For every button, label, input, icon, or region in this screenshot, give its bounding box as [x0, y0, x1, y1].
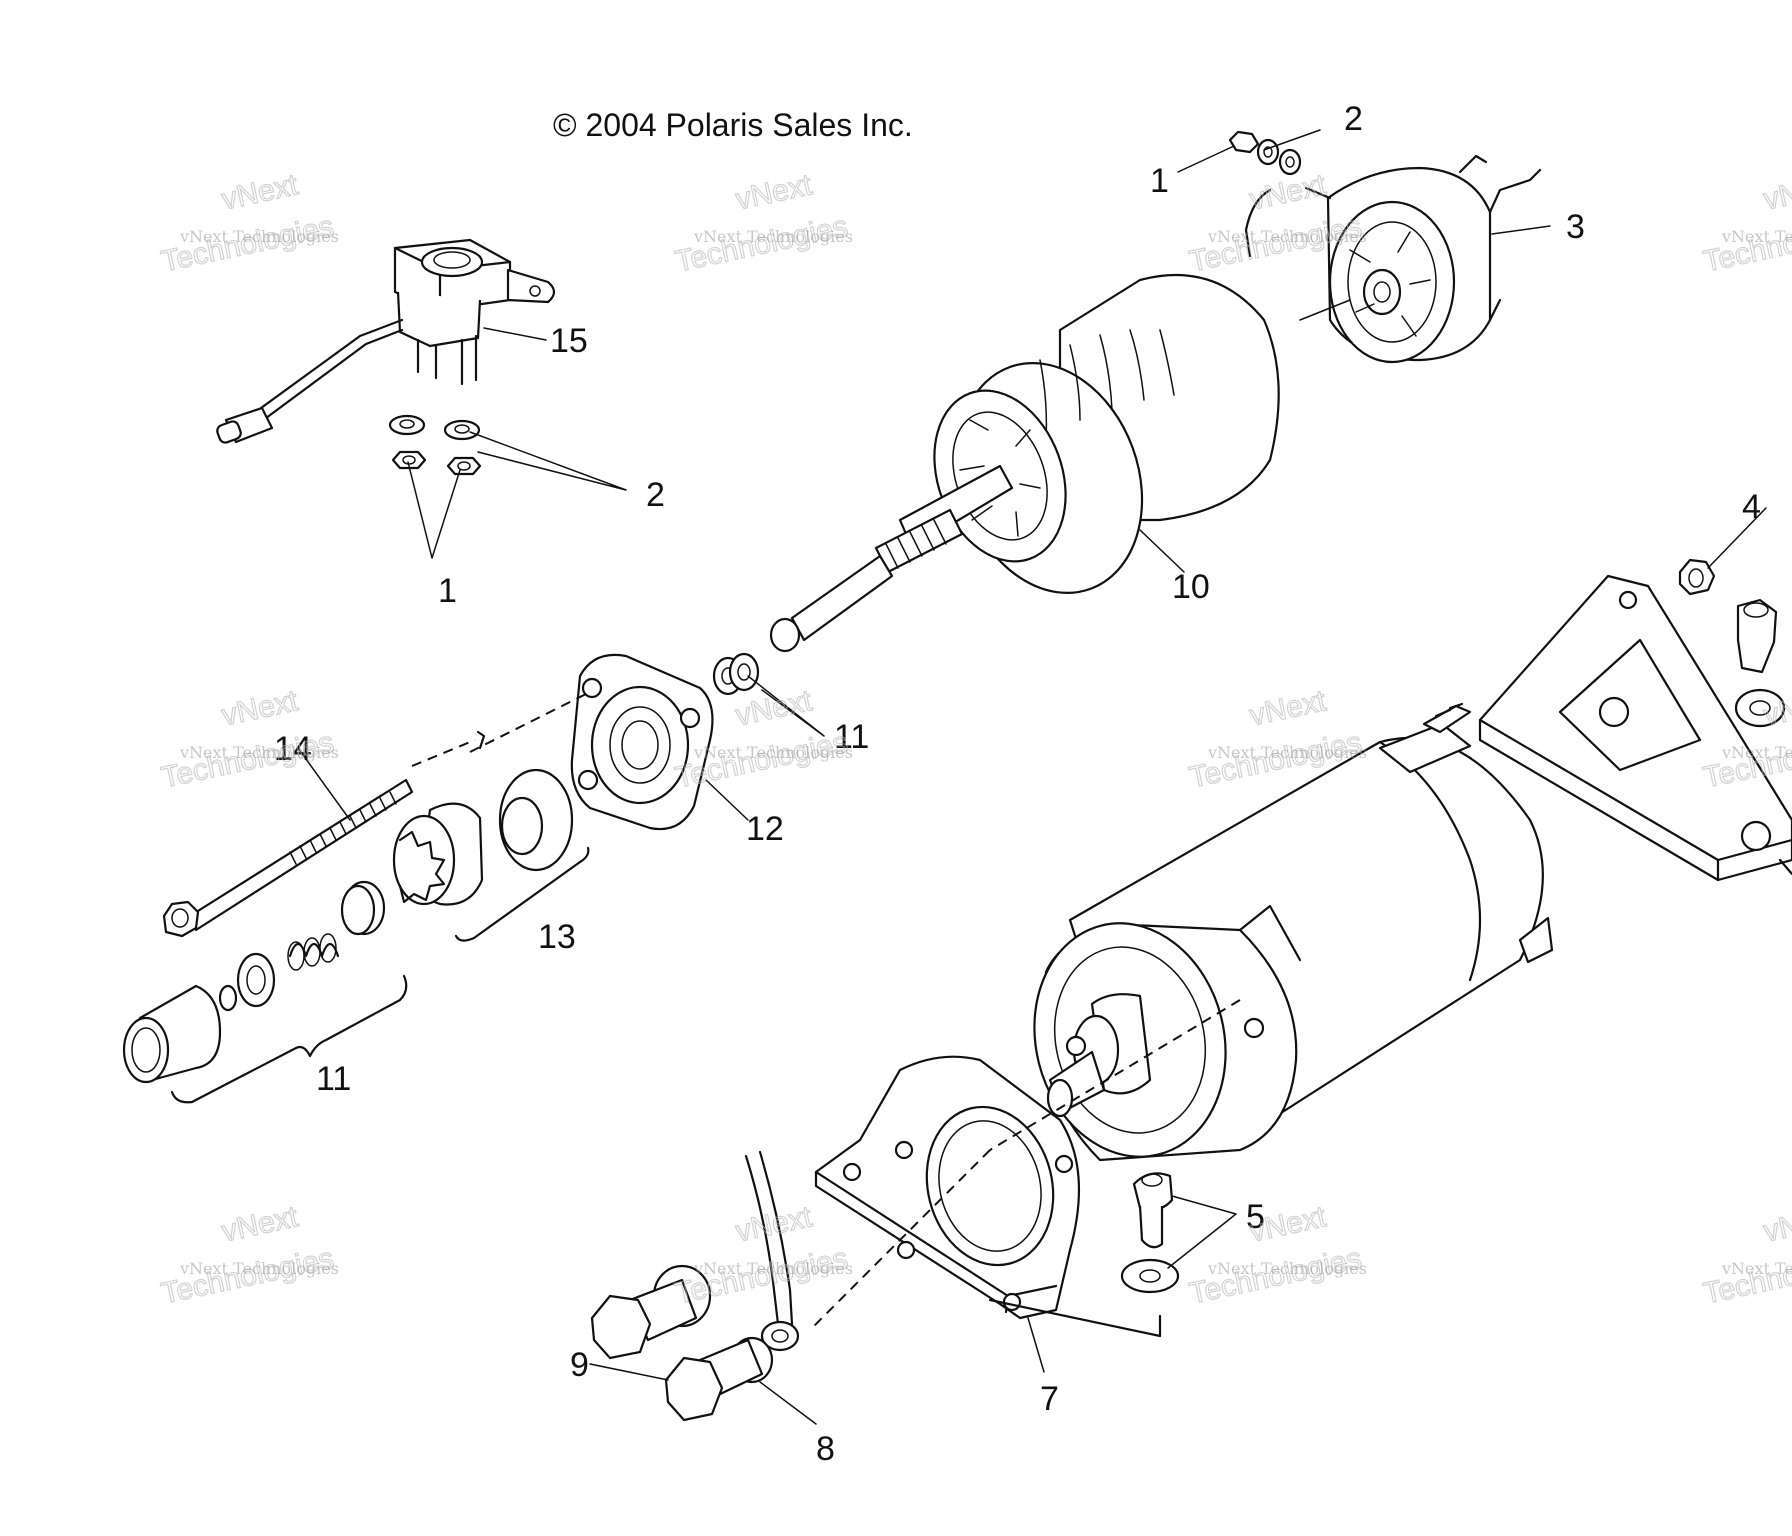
svg-text:vNext Technologies: vNext Technologies [693, 1259, 853, 1278]
svg-text:vNext Technologies: vNext Technologies [1721, 1259, 1792, 1278]
leader-lines [297, 129, 1767, 1425]
svg-text:vNext: vNext [733, 168, 816, 216]
svg-text:vNext: vNext [1761, 168, 1792, 216]
svg-text:vNext: vNext [733, 684, 816, 732]
watermark: vNext Technologies vNext Technologies [1186, 1200, 1367, 1311]
callout-2-top: 2 [1344, 100, 1363, 138]
watermark: vNext Technologies vNext Technologies [1700, 1200, 1792, 1311]
callout-4: 4 [1742, 488, 1761, 526]
part-bolt-14 [162, 778, 414, 938]
svg-text:vNext Technologies: vNext Technologies [1207, 227, 1367, 246]
callout-11-lower: 11 [316, 1060, 351, 1098]
svg-text:vNext Technologies: vNext Technologies [693, 227, 853, 246]
svg-text:vNext Technologies: vNext Technologies [179, 743, 339, 762]
callout-10: 10 [1172, 568, 1210, 606]
svg-text:vNext: vNext [1247, 684, 1330, 732]
svg-text:vNext: vNext [733, 1200, 816, 1248]
callout-5: 5 [1246, 1198, 1265, 1236]
svg-text:vNext: vNext [219, 684, 302, 732]
svg-text:vNext: vNext [219, 168, 302, 216]
svg-text:vNext Technologies: vNext Technologies [179, 227, 339, 246]
svg-text:vNext: vNext [219, 1200, 302, 1248]
part-drive-13 [342, 768, 574, 936]
callout-9: 9 [570, 1346, 589, 1384]
part-end-cap-3 [1299, 154, 1542, 364]
callout-1-left: 1 [438, 572, 457, 610]
svg-text:vNext: vNext [1761, 1200, 1792, 1248]
callout-7: 7 [1040, 1380, 1059, 1418]
watermark: vNext Technologies vNext Technologies [672, 168, 853, 279]
callout-14: 14 [274, 730, 312, 768]
watermark: vNext Technologies vNext Technologies [672, 1200, 853, 1311]
watermark: vNext Technologies vNext Technologies [158, 1200, 339, 1311]
svg-text:vNext Technologies: vNext Technologies [1207, 743, 1367, 762]
svg-text:vNext Technologies: vNext Technologies [1207, 1259, 1367, 1278]
part-bolts-8-9 [590, 1264, 774, 1422]
copyright-text: © 2004 Polaris Sales Inc. [553, 107, 913, 143]
callout-3: 3 [1566, 208, 1585, 246]
part-washers-nuts-left [388, 414, 482, 476]
group-brackets [170, 846, 590, 1104]
callout-1-top: 1 [1150, 162, 1169, 200]
alignment-lines [411, 691, 1241, 1338]
part-washers-11-upper [712, 652, 760, 696]
part-gasket-bracket-7 [814, 1055, 1081, 1320]
part-nut-4 [1678, 558, 1716, 596]
part-ground-wire [744, 1150, 800, 1352]
part-mount-bracket [1478, 574, 1792, 882]
part-armature-10 [769, 273, 1280, 653]
callout-13: 13 [538, 918, 576, 956]
callout-8: 8 [816, 1430, 835, 1468]
callout-15: 15 [550, 322, 588, 360]
part-screw-washer-5 [1120, 1172, 1180, 1294]
part-starter-motor [1033, 702, 1554, 1162]
callout-labels: 1 2 3 15 2 1 10 4 14 11 12 13 11 5 7 9 8 [274, 100, 1761, 1468]
callout-11-upper: 11 [834, 718, 869, 756]
watermark: vNext Technologies vNext Technologies [1700, 168, 1792, 279]
part-front-plate-12 [570, 653, 714, 831]
part-solenoid-15 [216, 238, 556, 444]
watermark: vNext Technologies vNext Technologies [158, 684, 339, 795]
svg-text:vNext: vNext [1247, 168, 1330, 216]
svg-text:vNext Technologies: vNext Technologies [1721, 227, 1792, 246]
callout-2-left: 2 [646, 476, 665, 514]
svg-text:vNext Technologies: vNext Technologies [1721, 743, 1792, 762]
callout-12: 12 [746, 810, 784, 848]
svg-text:vNext Technologies: vNext Technologies [693, 743, 853, 762]
part-spring-collars-11 [122, 884, 376, 1084]
watermark: vNext Technologies vNext Technologies [158, 168, 339, 279]
svg-text:vNext Technologies: vNext Technologies [179, 1259, 339, 1278]
